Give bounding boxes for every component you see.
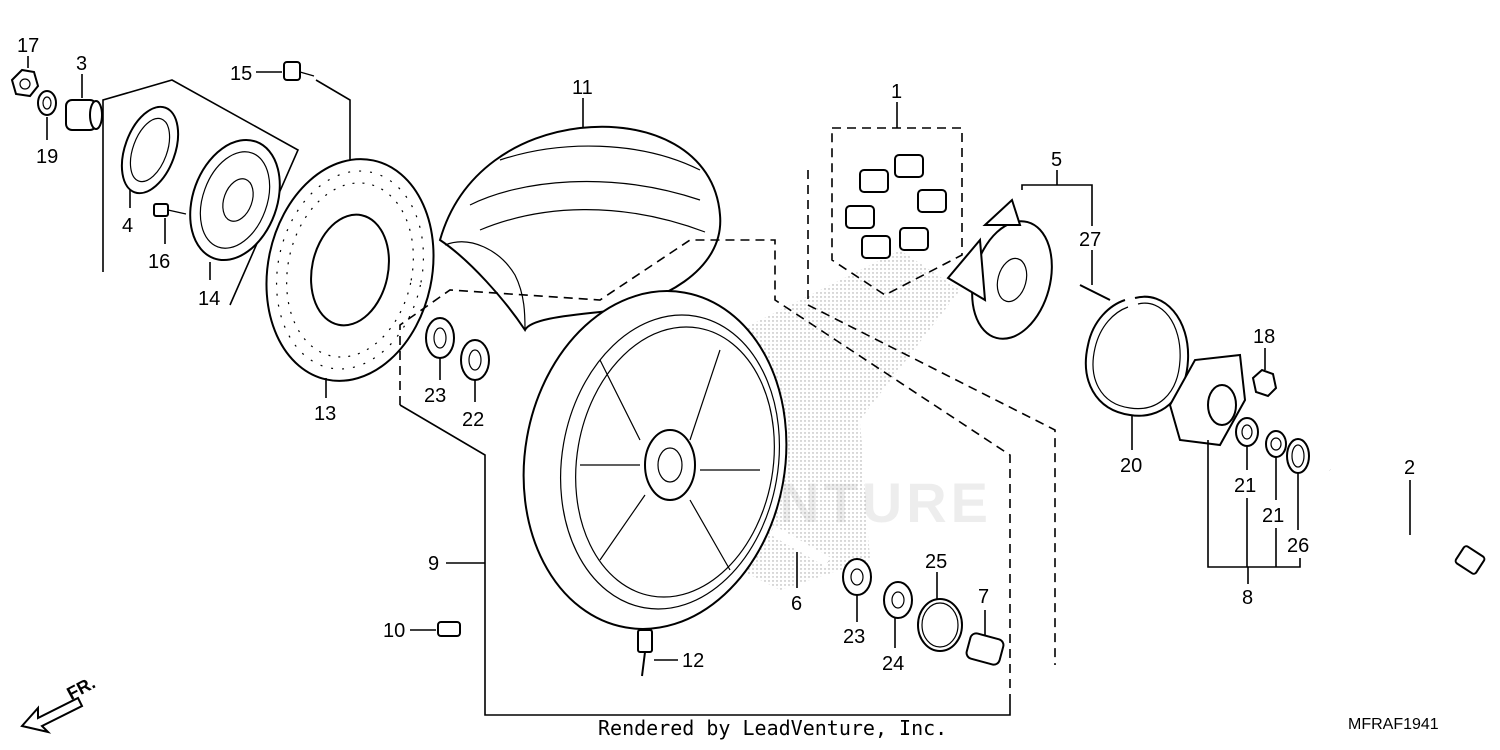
- part-18-nut: [1251, 368, 1278, 398]
- callout-16: 16: [148, 251, 170, 273]
- part-12-valve: [637, 629, 653, 677]
- part-8-final-driven-flange: [1168, 353, 1247, 447]
- part-13-brake-disc: [265, 158, 435, 382]
- callout-27: 27: [1079, 229, 1101, 251]
- callout-3: 3: [76, 53, 87, 75]
- part-23-bearing-2: [883, 581, 913, 619]
- part-2-axle: [1328, 467, 1486, 575]
- callout-21: 21: [1234, 475, 1256, 497]
- callout-23: 23: [843, 626, 865, 648]
- part-15-bolt: [283, 61, 315, 81]
- callout-2: 2: [1404, 457, 1415, 479]
- part-23-bearing: [842, 558, 872, 596]
- part-14-rotor: [189, 138, 281, 262]
- callout-25: 25: [925, 551, 947, 573]
- callout-11: 11: [572, 77, 593, 99]
- part-3-collar: [65, 99, 103, 131]
- callout-5: 5: [1051, 149, 1062, 171]
- callout-8: 8: [1242, 587, 1253, 609]
- part-26-seal: [1286, 438, 1310, 474]
- callout-13: 13: [314, 403, 336, 425]
- part-21-bearing: [1235, 417, 1259, 447]
- callout-4: 4: [122, 215, 133, 237]
- callout-24: 23: [424, 385, 446, 407]
- part-25-o-ring: [917, 598, 963, 652]
- part-27-stud: [1079, 284, 1111, 301]
- callout-6: 6: [791, 593, 802, 615]
- part-10-clip: [437, 621, 461, 637]
- callout-20: 20: [1120, 455, 1142, 477]
- callout-9: 9: [428, 553, 439, 575]
- part-9-wheel: [522, 290, 788, 630]
- part-20-circlip: [1084, 295, 1190, 417]
- part-6-collar: [769, 525, 831, 567]
- callout-18: 18: [1253, 326, 1275, 348]
- part-24-bearing: [425, 317, 455, 359]
- part-16-bolt: [153, 203, 187, 217]
- part-5-driven-flange: [946, 198, 1053, 340]
- callout-12: 12: [682, 650, 704, 672]
- callout-14: 14: [198, 288, 220, 310]
- render-credit: Rendered by LeadVenture, Inc.: [598, 716, 948, 740]
- callout-10: 10: [383, 620, 405, 642]
- part-11-tire: [438, 125, 722, 332]
- part-1-dampers: [845, 154, 947, 259]
- part-17-nut: [10, 68, 40, 98]
- callout-17: 17: [17, 35, 39, 57]
- part-21-bearing-2: [1265, 430, 1287, 458]
- callout-26: 26: [1287, 535, 1309, 557]
- callout-19: 19: [36, 146, 58, 168]
- part-7-collar: [965, 632, 1005, 666]
- part-4-pulser-ring: [120, 105, 180, 195]
- callout-21b: 21: [1262, 505, 1284, 527]
- callout-23b: 24: [882, 653, 904, 675]
- part-22-bearing: [460, 339, 490, 381]
- part-19-washer: [37, 90, 57, 116]
- callout-15: 15: [230, 63, 252, 85]
- direction-label: FR.: [64, 672, 99, 703]
- front-direction-arrow-icon: FR.: [20, 672, 99, 734]
- diagram-code: MFRAF1941: [1348, 716, 1439, 733]
- callout-22: 22: [462, 409, 484, 431]
- callout-1: 1: [891, 81, 902, 103]
- callout-7: 7: [978, 586, 989, 608]
